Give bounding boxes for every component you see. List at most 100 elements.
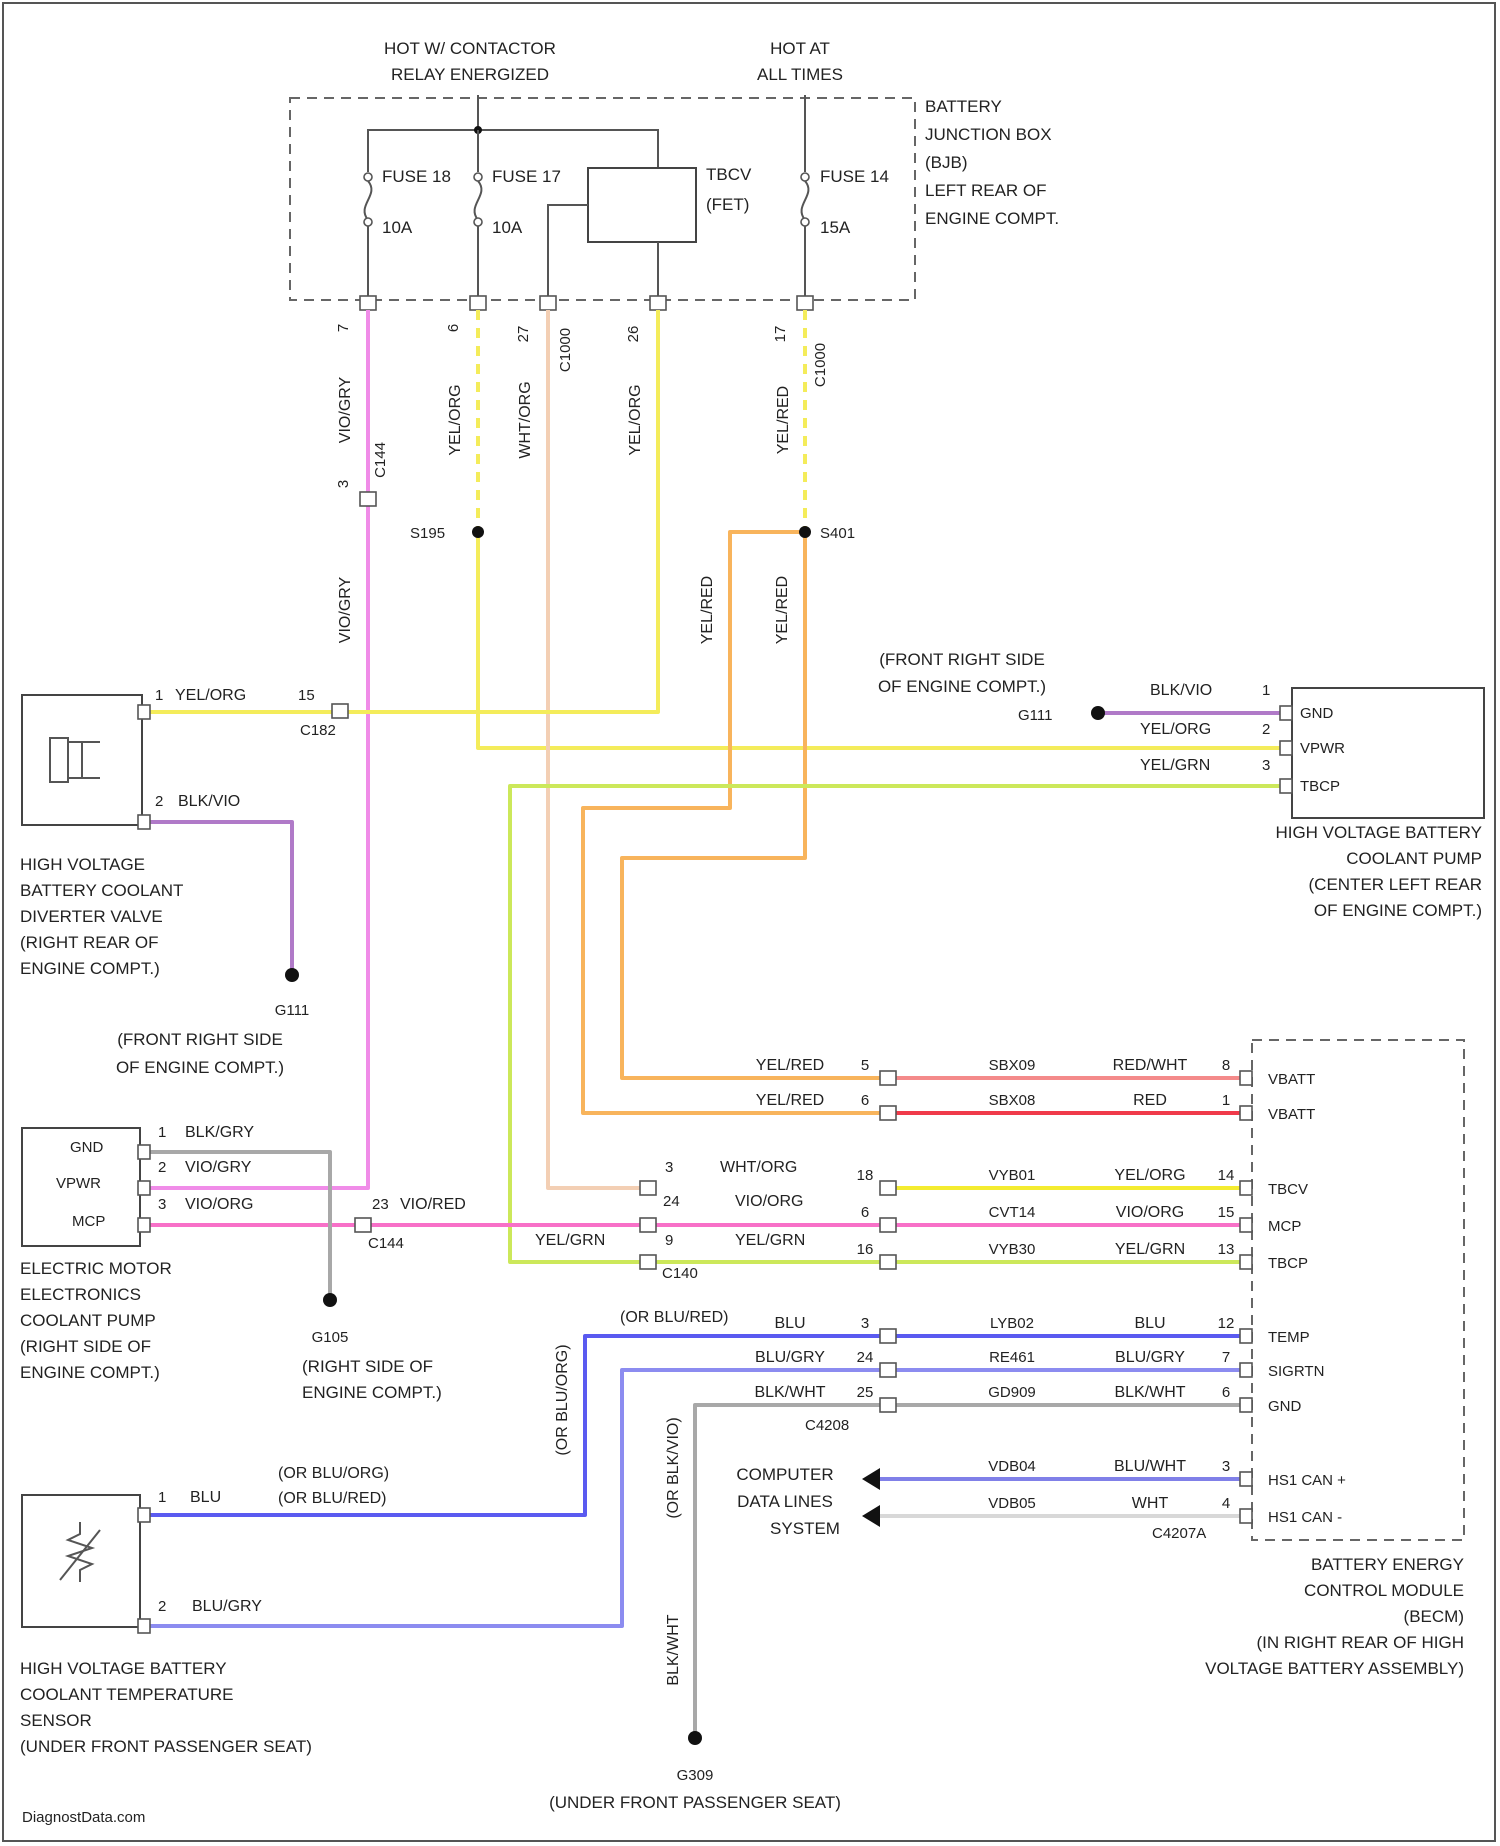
becm-row-4-label: TBCP [1268, 1255, 1308, 1272]
motor-pump-gnd: GND [70, 1139, 104, 1156]
becm-row-3-c-pin: 6 [861, 1204, 869, 1221]
becm-row-1-m-pin: 1 [1222, 1092, 1230, 1109]
ground-g105 [323, 1293, 337, 1307]
pump-row3-color: YEL/GRN [1140, 757, 1210, 774]
fuse-14-name: FUSE 14 [820, 167, 889, 186]
vlabel-vio-gry-1: VIO/GRY [337, 376, 354, 443]
vlabel-vio-gry-2: VIO/GRY [337, 576, 354, 643]
becm-or-blu-red: (OR BLU/RED) [620, 1309, 728, 1326]
fuse-14-rating: 15A [820, 218, 851, 237]
becm-row-6-m-color: BLU/GRY [1115, 1349, 1185, 1366]
motor-label-5: ENGINE COMPT.) [20, 1363, 160, 1382]
motor-label-3: COOLANT PUMP [20, 1311, 156, 1330]
wire-yel-red-a [622, 532, 880, 1078]
fuse-18-name: FUSE 18 [382, 167, 451, 186]
vlabel-blk-wht: BLK/WHT [665, 1614, 682, 1685]
becm-row-8-m-color: BLU/WHT [1114, 1458, 1186, 1475]
c140-row2-color: VIO/ORG [735, 1193, 803, 1210]
tbcv-fet-line2: (FET) [706, 195, 749, 214]
bjb-label-2: JUNCTION BOX [925, 125, 1052, 144]
vlabel-yel-org-26: YEL/ORG [627, 384, 644, 455]
becm-label-2: CONTROL MODULE [1304, 1581, 1464, 1600]
motor-label-4: (RIGHT SIDE OF [20, 1337, 151, 1356]
tbcv-out [548, 205, 588, 296]
diverter-label-4: (RIGHT REAR OF [20, 933, 159, 952]
vlabel-yel-red-f14: YEL/RED [775, 386, 792, 454]
bjb-pin-17: 17 [772, 326, 789, 343]
data-lines-2: DATA LINES [737, 1492, 833, 1511]
c140-row1-color: WHT/ORG [720, 1159, 797, 1176]
motor-pin1-color: BLK/GRY [185, 1124, 254, 1141]
pump-ground-label: G111 [1018, 707, 1052, 724]
temp-label-1: HIGH VOLTAGE BATTERY [20, 1659, 227, 1678]
diverter-c182-pin: 15 [298, 687, 315, 704]
becm-row-5-m-pin: 12 [1218, 1315, 1235, 1332]
ground-g111-pump [1091, 706, 1105, 720]
diverter-pin2 [138, 815, 150, 829]
motor-pin2-color: VIO/GRY [185, 1159, 252, 1176]
ground-g111-diverter-loc1: (FRONT RIGHT SIDE [117, 1030, 283, 1049]
motor-pin3-num: 3 [158, 1196, 166, 1213]
diagram-border [3, 3, 1495, 1841]
can-minus-arrow-icon [862, 1505, 880, 1527]
becm-row-2-m-color: YEL/ORG [1114, 1167, 1185, 1184]
vlabel-or-blk-vio: (OR BLK/VIO) [665, 1417, 682, 1518]
diverter-pin1-num: 1 [155, 687, 163, 704]
pump-row1-label: GND [1300, 705, 1334, 722]
becm-row-4-c-pin: 16 [857, 1241, 874, 1258]
becm-row-8-label: HS1 CAN + [1268, 1472, 1346, 1489]
becm-row-7-m-color: BLK/WHT [1114, 1384, 1185, 1401]
pump-label-4: OF ENGINE COMPT.) [1314, 901, 1482, 920]
bjb-label-1: BATTERY [925, 97, 1002, 116]
temp-pin2-num: 2 [158, 1598, 166, 1615]
becm-row-4-m-color: YEL/GRN [1115, 1241, 1185, 1258]
becm-label-1: BATTERY ENERGY [1311, 1555, 1464, 1574]
wire-blk-wht [695, 1405, 1240, 1735]
motor-label-1: ELECTRIC MOTOR [20, 1259, 172, 1278]
c144-pin-top [360, 492, 376, 506]
bjb-label-5: ENGINE COMPT. [925, 209, 1059, 228]
c140-left-color: YEL/GRN [535, 1232, 605, 1249]
temp-pin1-color: BLU [190, 1489, 221, 1506]
diverter-label-5: ENGINE COMPT.) [20, 959, 160, 978]
tbcv-fet-line1: TBCV [706, 165, 752, 184]
becm-module-conn: C4207A [1152, 1525, 1206, 1542]
becm-row-5-circuit: LYB02 [990, 1315, 1034, 1332]
vlabel-or-blu-org: (OR BLU/ORG) [554, 1344, 571, 1455]
diverter-label-2: BATTERY COOLANT [20, 881, 183, 900]
becm-row-2-circuit: VYB01 [989, 1167, 1036, 1184]
pump-ground-loc2: OF ENGINE COMPT.) [878, 677, 1046, 696]
c182-name: C182 [300, 722, 336, 739]
coolant-pump-pins [1280, 706, 1292, 793]
becm-row-0-circuit: SBX09 [989, 1057, 1036, 1074]
becm-row-1-m-color: RED [1133, 1092, 1167, 1109]
becm-inline-conn: C4208 [805, 1417, 849, 1434]
becm-row-5-m-color: BLU [1134, 1315, 1165, 1332]
pump-label-1: HIGH VOLTAGE BATTERY [1275, 823, 1482, 842]
hot-contactor-line1: HOT W/ CONTACTOR [384, 39, 556, 58]
hot-always-line2: ALL TIMES [757, 65, 843, 84]
temp-pin1-alt-2: (OR BLU/RED) [278, 1490, 386, 1507]
becm-label-5: VOLTAGE BATTERY ASSEMBLY) [1205, 1659, 1464, 1678]
c182-pin [332, 704, 348, 718]
c140-pins [640, 1181, 656, 1269]
becm-row-6-label: SIGRTN [1268, 1363, 1324, 1380]
ground-g111-diverter [285, 968, 299, 982]
wire-yel-org-26 [144, 310, 658, 712]
becm-inline-pins [880, 1071, 896, 1412]
pump-row2-color: YEL/ORG [1140, 721, 1211, 738]
c144-name-top: C144 [372, 442, 389, 478]
hot-always-line1: HOT AT [770, 39, 830, 58]
becm-row-5-c-color: BLU [774, 1315, 805, 1332]
becm-row-5-c-pin: 3 [861, 1315, 869, 1332]
bjb-connector-pins [360, 296, 813, 310]
motor-pin3-color: VIO/ORG [185, 1196, 253, 1213]
motor-pin2-num: 2 [158, 1159, 166, 1176]
tbcv-fet-box [588, 168, 696, 242]
pump-row2-label: VPWR [1300, 740, 1345, 757]
fuse-17-icon [474, 130, 482, 296]
pump-ground-loc1: (FRONT RIGHT SIDE [879, 650, 1045, 669]
becm-row-9-label: HS1 CAN - [1268, 1509, 1342, 1526]
temp-label-2: COOLANT TEMPERATURE [20, 1685, 233, 1704]
wire-yel-red-b [583, 532, 880, 1113]
